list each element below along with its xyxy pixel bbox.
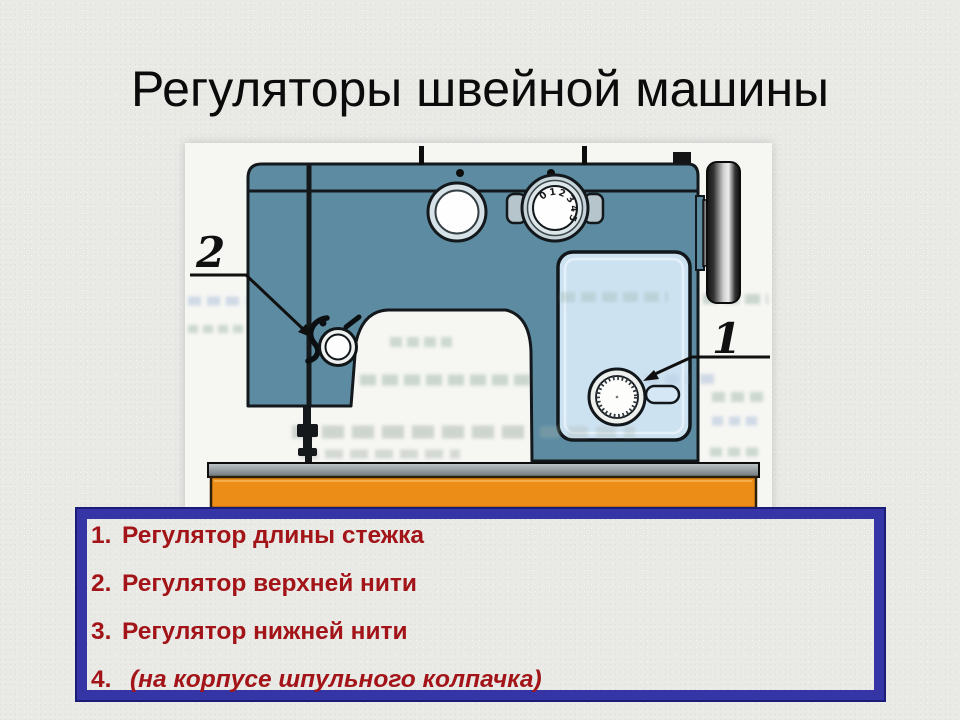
callout-1: 1: [643, 314, 770, 381]
callout-2: 2: [190, 228, 313, 338]
list-item-text: Регулятор верхней нити: [122, 570, 417, 597]
list-item-text: (на корпусе шпульного колпачка): [130, 666, 542, 693]
dial-scale-digit: 5: [566, 213, 579, 223]
dial-scale-digit: 3: [564, 193, 577, 205]
presser-foot-assembly: [297, 406, 318, 464]
numbered-dial: 0 1 2 3 4 5: [505, 173, 605, 243]
list-item-number: 2.: [91, 570, 112, 597]
callout-1-label: 1: [712, 314, 741, 363]
slide-title: Регуляторы швейной машины: [131, 61, 829, 117]
upper-thread-tension-regulator: [305, 314, 362, 367]
sewing-machine-illustration: 0 1 2 3 4 5: [188, 146, 770, 510]
hand-wheel: [695, 161, 741, 304]
callout-1-arrow: [654, 355, 770, 376]
list-item-number: 1.: [91, 522, 112, 549]
callout-2-arrow: [190, 273, 305, 331]
stitch-length-regulator-dial: [587, 367, 681, 427]
list-item-number: 4.: [91, 666, 112, 693]
bobbin-winder-dial: [426, 181, 488, 243]
list-item-text: Регулятор длины стежка: [122, 522, 425, 549]
list-item: 3. Регулятор нижней нити: [87, 615, 874, 663]
sewing-machine-figure: 0 1 2 3 4 5: [185, 143, 772, 512]
list-item: 2. Регулятор верхней нити: [87, 567, 874, 615]
list-item-text: Регулятор нижней нити: [122, 618, 408, 645]
list-item-number: 3.: [91, 618, 112, 645]
callout-2-label: 2: [195, 228, 225, 277]
spool-pins: [419, 146, 587, 165]
dial-scale-digit: 4: [568, 205, 580, 213]
list-item: 1. Регулятор длины стежка: [87, 519, 874, 567]
machine-base: [207, 462, 760, 510]
dial-scale-digit: 2: [557, 187, 567, 200]
top-screw-left: [456, 169, 464, 177]
panel-latch: [644, 384, 681, 405]
rear-post: [673, 152, 691, 163]
regulators-list-box: 1. Регулятор длины стежка 2. Регулятор в…: [77, 509, 884, 700]
dial-scale-digit: 1: [549, 187, 557, 199]
list-item: 4. (на корпусе шпульного колпачка): [87, 663, 874, 711]
